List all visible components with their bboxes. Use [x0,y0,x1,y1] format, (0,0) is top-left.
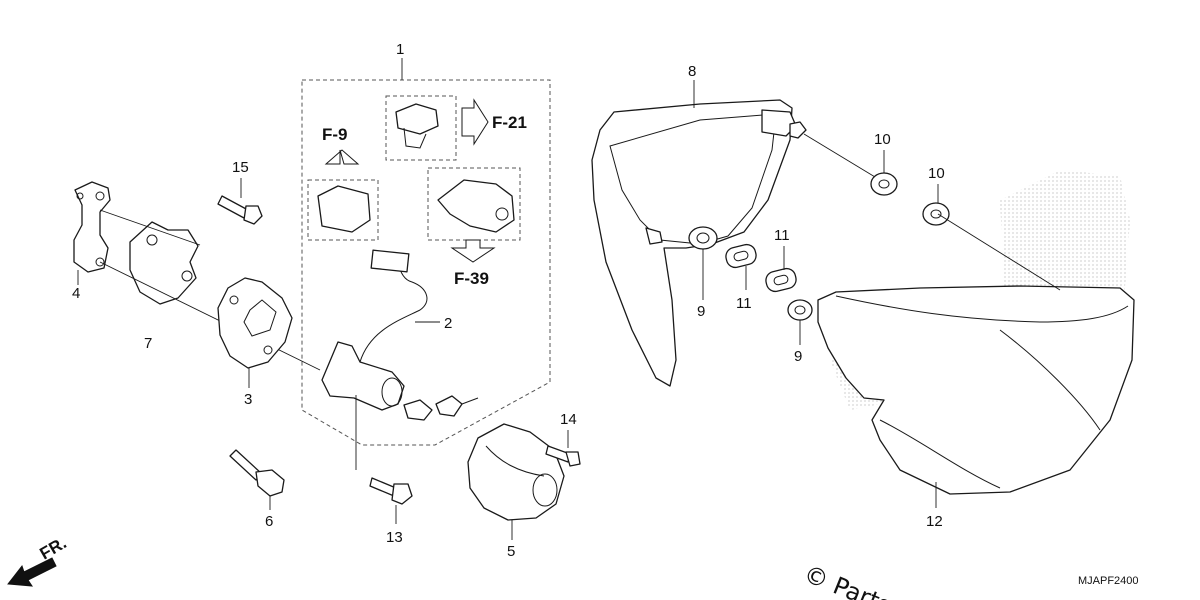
part-15-bolt [217,178,263,225]
callout-10-b: 10 [928,165,945,182]
callout-12: 12 [926,513,943,530]
part-13-bolt [369,477,413,524]
ref-item-latch-f39 [427,167,521,263]
part-5-lock-cover [467,423,565,540]
callout-13: 13 [386,529,403,546]
part-2-ignition-switch [321,249,479,470]
ref-item-clip-f21 [385,95,489,161]
callout-7: 7 [144,335,152,352]
diagram-code: MJAPF2400 [1078,575,1139,587]
part-4-bracket [73,181,111,285]
part-12-side-cover [817,170,1135,508]
ref-label-f39: F-39 [454,269,489,288]
part-3-lock-cover [217,277,293,388]
part-14-screw [545,430,581,467]
ref-item-socket-f9 [307,149,379,241]
callout-14: 14 [560,411,577,428]
callout-10-a: 10 [874,131,891,148]
part-11-grommet-a [725,243,757,290]
callout-3: 3 [244,391,252,408]
ref-label-f21: F-21 [492,113,527,132]
assembly-frame-1 [301,58,551,446]
callout-11-b: 11 [774,227,790,244]
callout-5: 5 [507,543,515,560]
part-7-plate [99,209,321,371]
callout-11-a: 11 [736,295,752,312]
callout-1: 1 [396,41,404,58]
part-6-key [229,449,285,510]
callout-8: 8 [688,63,696,80]
callout-9-lower: 9 [794,348,802,365]
callout-4: 4 [72,285,80,302]
part-9-grommet-upper [688,226,718,300]
callout-15: 15 [232,159,249,176]
callout-2: 2 [444,315,452,332]
part-11-grommet-b [765,246,797,293]
callout-9-upper: 9 [697,303,705,320]
part-10-grommet-b [922,184,950,226]
ref-label-f9: F-9 [322,125,348,144]
front-direction-arrow-icon [7,557,57,587]
part-10-grommet-a [870,150,898,196]
watermark-text: © Parts [800,560,895,600]
front-direction-label: FR. [37,533,70,563]
part-9-grommet-lower [787,299,813,345]
callout-6: 6 [265,513,273,530]
